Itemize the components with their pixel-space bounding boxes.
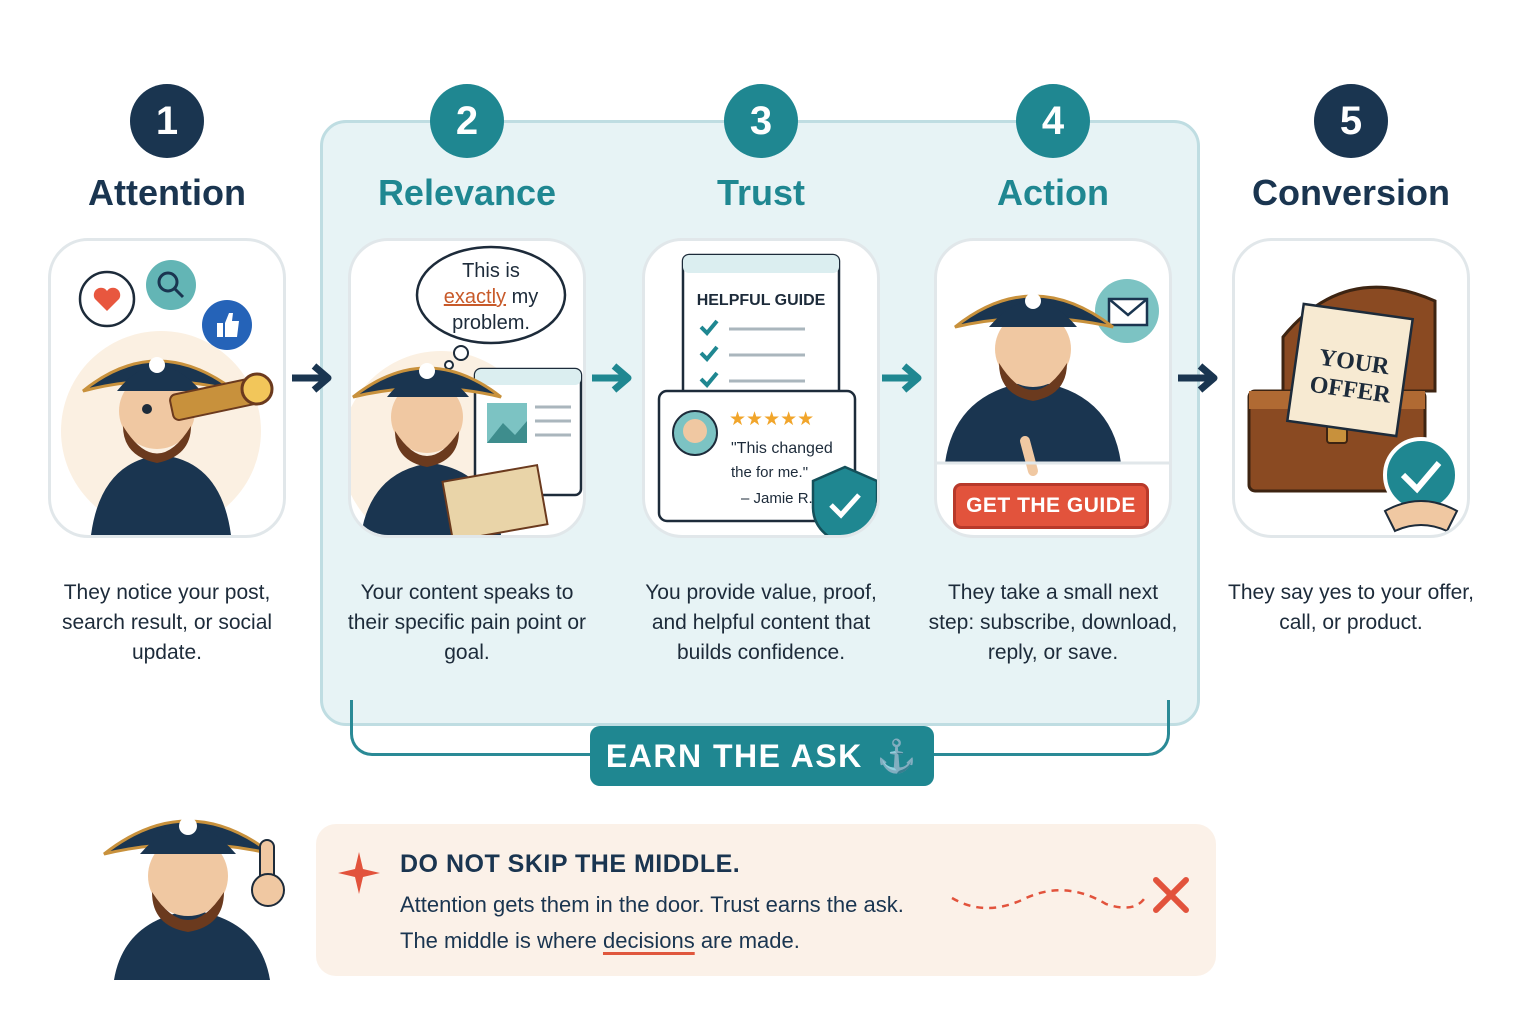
- step-illustration: GET THE GUIDE: [934, 238, 1172, 538]
- step-number: 3: [724, 84, 798, 158]
- earn-the-ask-label: EARN THE ASK: [605, 737, 863, 774]
- thought-bubble: This is exactly my problem.: [415, 245, 567, 370]
- thumbs-up-icon: [202, 300, 252, 350]
- pirate-with-map: [352, 363, 549, 535]
- tip-line2-start: The middle is where: [400, 928, 603, 953]
- svg-text:exactly my: exactly my: [444, 286, 538, 308]
- step-illustration: This is exactly my problem.: [348, 238, 586, 538]
- step-illustration: HELPFUL GUIDE ★★★★★ "This changed the fo…: [642, 238, 880, 538]
- quote-line2: the for me.": [731, 464, 808, 481]
- tip-line2: The middle is where decisions are made.: [400, 928, 800, 954]
- compass-star-icon: [338, 852, 380, 894]
- handshake-icon: [1383, 500, 1459, 533]
- step-title: Attention: [88, 172, 246, 213]
- arrow-right-icon: [592, 363, 632, 393]
- pirate-with-spyglass: [82, 357, 274, 535]
- helpful-guide-page: HELPFUL GUIDE: [681, 253, 841, 407]
- step-conversion: 5 Conversion YOUR OFFER They say yes: [1226, 84, 1476, 638]
- step-number: 2: [430, 84, 504, 158]
- step-description: They say yes to your offer, call, or pro…: [1228, 581, 1474, 634]
- tip-heading: DO NOT SKIP THE MIDDLE.: [400, 850, 741, 878]
- step-number: 4: [1016, 84, 1090, 158]
- star-rating: ★★★★★: [729, 408, 814, 430]
- step-description: You provide value, proof, and helpful co…: [645, 581, 877, 664]
- earn-the-ask-badge: EARN THE ASK ⚓: [590, 726, 934, 786]
- step-illustration: YOUR OFFER: [1232, 238, 1470, 538]
- guide-title: HELPFUL GUIDE: [697, 292, 826, 309]
- arrow-right-icon: [882, 363, 922, 393]
- bubble-line1: This is: [462, 260, 520, 282]
- heart-icon: [78, 270, 136, 328]
- anchor-icon: ⚓: [876, 738, 919, 774]
- step-number: 1: [130, 84, 204, 158]
- step-title: Action: [997, 172, 1109, 213]
- search-icon: [146, 260, 196, 310]
- envelope-icon: [1095, 279, 1159, 343]
- tip-line2-end: are made.: [694, 928, 800, 953]
- bubble-rest: my: [506, 286, 538, 308]
- step-illustration: [48, 238, 286, 538]
- step-relevance: 2 Relevance This is exactly my problem.: [342, 84, 592, 668]
- treasure-path-x-icon: [951, 877, 1189, 913]
- step-trust: 3 Trust HELPFUL GUIDE ★★★★★ "This change…: [636, 84, 886, 668]
- step-number: 5: [1314, 84, 1388, 158]
- offer-scroll: YOUR OFFER: [1285, 302, 1415, 438]
- testimonial-card: ★★★★★ "This changed the for me." – Jamie…: [657, 389, 857, 523]
- arrow-right-icon: [292, 363, 332, 393]
- step-description: Your content speaks to their specific pa…: [347, 581, 587, 664]
- step-title: Conversion: [1251, 172, 1451, 213]
- tip-callout: DO NOT SKIP THE MIDDLE. Attention gets t…: [316, 824, 1216, 976]
- step-description: They take a small next step: subscribe, …: [928, 581, 1178, 664]
- get-the-guide-button[interactable]: GET THE GUIDE: [953, 483, 1149, 529]
- web-page-icon: [473, 367, 583, 497]
- tip-line1: Attention gets them in the door. Trust e…: [400, 892, 904, 917]
- step-action: 4 Action GET THE GUIDE They take a small…: [928, 84, 1178, 668]
- step-attention: 1 Attention: [42, 84, 292, 668]
- quote-line1: "This changed: [731, 440, 833, 457]
- arrow-right-icon: [1178, 363, 1218, 393]
- pirate-pointing-up: [103, 817, 285, 980]
- tip-line2-underlined: decisions: [602, 928, 695, 953]
- bubble-highlight: exactly: [444, 286, 506, 308]
- shield-check-icon: [811, 465, 877, 535]
- pirate-pointing: [945, 293, 1121, 476]
- step-description: They notice your post, search result, or…: [61, 581, 273, 664]
- quote-author: – Jamie R.: [741, 490, 813, 507]
- step-title: Relevance: [377, 172, 557, 213]
- bubble-line3: problem.: [452, 312, 530, 334]
- step-title: Trust: [716, 172, 805, 213]
